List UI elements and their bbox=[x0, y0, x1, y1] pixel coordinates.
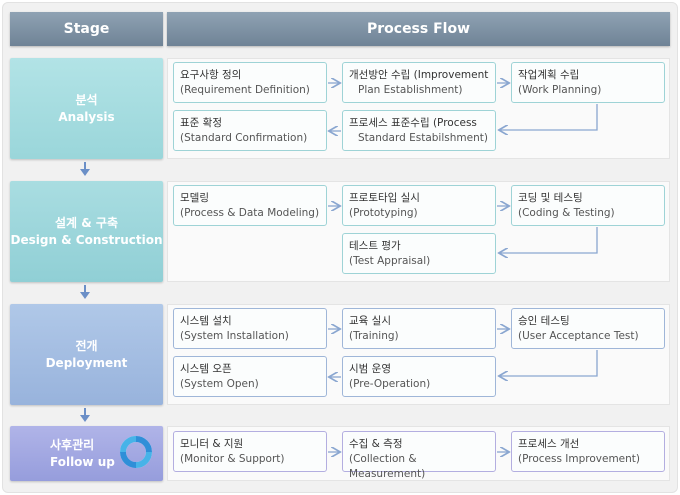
down-arrow-2 bbox=[80, 292, 90, 299]
cycle-icon bbox=[120, 436, 152, 468]
stage-header-label: Stage bbox=[63, 21, 110, 37]
step-ko: 프로토타입 실시 bbox=[349, 192, 420, 204]
stage-analysis-en: Analysis bbox=[58, 109, 115, 124]
step-process-improvement: 프로세스 개선 (Process Improvement) bbox=[511, 431, 665, 472]
step-pre-operation: 시범 운영 (Pre-Operation) bbox=[342, 356, 496, 397]
step-modeling: 모델링 (Process & Data Modeling) bbox=[173, 185, 327, 226]
step-monitor-support: 모니터 & 지원 (Monitor & Support) bbox=[173, 431, 327, 472]
stage-followup: 사후관리 Follow up bbox=[10, 426, 163, 481]
stage-header: Stage bbox=[10, 12, 163, 46]
step-ko: 모니터 & 지원 bbox=[180, 438, 244, 450]
step-ko: 시스템 오픈 bbox=[180, 363, 232, 375]
step-en: (Requirement Definition) bbox=[180, 84, 310, 96]
step-en: Standard Estabilshment) bbox=[358, 132, 488, 144]
step-test-appraisal: 테스트 평가 (Test Appraisal) bbox=[342, 233, 496, 274]
down-arrow-line-3 bbox=[84, 408, 86, 415]
stage-analysis-ko: 분석 bbox=[75, 92, 98, 107]
down-arrow-1 bbox=[80, 169, 90, 176]
step-ko: 요구사항 정의 bbox=[180, 69, 242, 81]
stage-deployment: 전개 Deployment bbox=[10, 304, 163, 405]
stage-analysis: 분석 Analysis bbox=[10, 58, 163, 159]
step-work-planning: 작업계획 수립 (Work Planning) bbox=[511, 62, 665, 103]
step-ko: 모델링 bbox=[180, 192, 209, 204]
stage-design-ko: 설계 & 구축 bbox=[55, 215, 118, 230]
down-arrow-line-2 bbox=[84, 285, 86, 292]
step-collection-measurement: 수집 & 측정 (Collection & Measurement) bbox=[342, 431, 496, 480]
step-en: (User Acceptance Test) bbox=[518, 330, 639, 342]
stage-design-en: Design & Construction bbox=[10, 232, 163, 247]
step-en: (Work Planning) bbox=[518, 84, 602, 96]
step-training: 교육 실시 (Training) bbox=[342, 308, 496, 349]
step-ko: 테스트 평가 bbox=[349, 240, 401, 252]
down-arrow-line-1 bbox=[84, 162, 86, 169]
step-user-acceptance-test: 승인 테스팅 (User Acceptance Test) bbox=[511, 308, 665, 349]
step-ko: 개선방안 수립 (Improvement bbox=[349, 69, 489, 81]
step-ko: 작업계획 수립 bbox=[518, 69, 580, 81]
step-standard-confirmation: 표준 확정 (Standard Confirmation) bbox=[173, 110, 327, 151]
stage-followup-ko: 사후관리 bbox=[50, 437, 95, 452]
step-en: (System Open) bbox=[180, 378, 259, 390]
step-ko: 승인 테스팅 bbox=[518, 315, 570, 327]
step-process-standard: 프로세스 표준수립 (Process Standard Estabilshmen… bbox=[342, 110, 496, 151]
step-ko: 코딩 및 테스팅 bbox=[518, 192, 583, 204]
stage-followup-en: Follow up bbox=[50, 454, 115, 469]
step-en: (Collection & Measurement) bbox=[349, 453, 426, 480]
step-en: (Pre-Operation) bbox=[349, 378, 431, 390]
step-en: (Process Improvement) bbox=[518, 453, 640, 465]
step-ko: 프로세스 개선 bbox=[518, 438, 580, 450]
step-en: (Monitor & Support) bbox=[180, 453, 285, 465]
step-ko: 표준 확정 bbox=[180, 117, 222, 129]
down-arrow-3 bbox=[80, 415, 90, 422]
process-flow-header: Process Flow bbox=[167, 12, 670, 46]
step-en: (Standard Confirmation) bbox=[180, 132, 308, 144]
step-ko: 수집 & 측정 bbox=[349, 438, 403, 450]
step-en: (Training) bbox=[349, 330, 399, 342]
step-en: (Test Appraisal) bbox=[349, 255, 431, 267]
step-improvement-plan: 개선방안 수립 (Improvement Plan Establishment) bbox=[342, 62, 496, 103]
step-en: Plan Establishment) bbox=[358, 84, 463, 96]
stage-design: 설계 & 구축 Design & Construction bbox=[10, 181, 163, 282]
step-requirement-definition: 요구사항 정의 (Requirement Definition) bbox=[173, 62, 327, 103]
step-en: (Coding & Testing) bbox=[518, 207, 615, 219]
step-en: (Process & Data Modeling) bbox=[180, 207, 320, 219]
step-system-installation: 시스템 설치 (System Installation) bbox=[173, 308, 327, 349]
step-prototyping: 프로토타입 실시 (Prototyping) bbox=[342, 185, 496, 226]
stage-deployment-ko: 전개 bbox=[75, 338, 98, 353]
step-system-open: 시스템 오픈 (System Open) bbox=[173, 356, 327, 397]
step-coding-testing: 코딩 및 테스팅 (Coding & Testing) bbox=[511, 185, 665, 226]
process-flow-header-label: Process Flow bbox=[366, 21, 471, 37]
step-en: (Prototyping) bbox=[349, 207, 418, 219]
step-ko: 교육 실시 bbox=[349, 315, 391, 327]
step-ko: 시스템 설치 bbox=[180, 315, 232, 327]
stage-deployment-en: Deployment bbox=[45, 355, 128, 370]
step-en: (System Installation) bbox=[180, 330, 289, 342]
step-ko: 시범 운영 bbox=[349, 363, 391, 375]
step-ko: 프로세스 표준수립 (Process bbox=[349, 117, 477, 129]
